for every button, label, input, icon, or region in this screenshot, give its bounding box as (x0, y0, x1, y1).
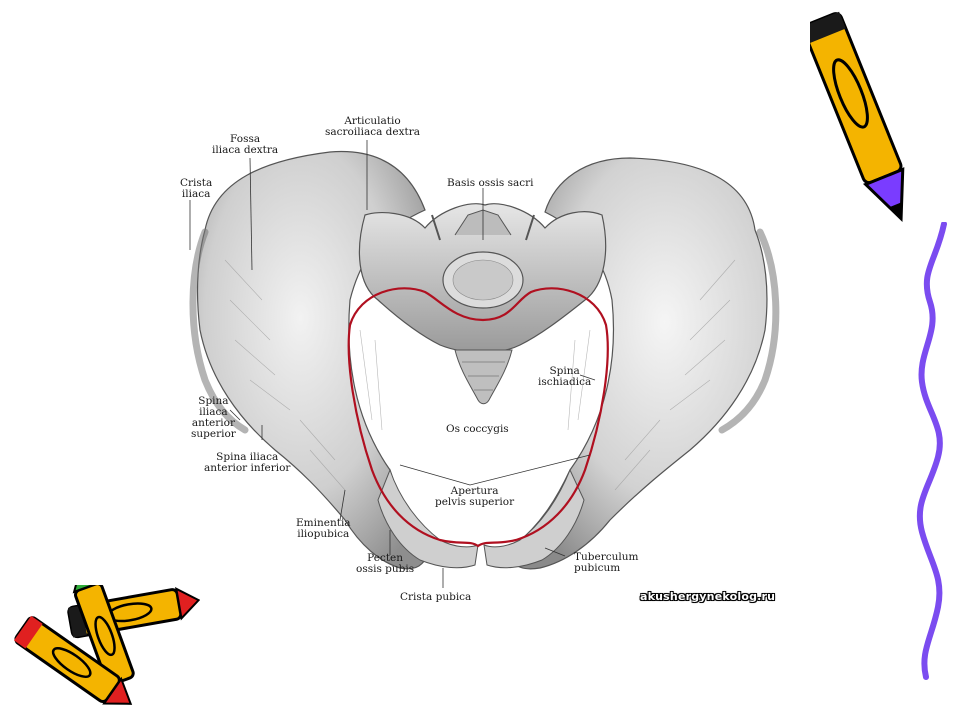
label-tuberculum-pubicum: Tuberculum pubicum (574, 551, 639, 574)
label-articulatio-sacroiliaca: Articulatio sacroiliaca dextra (325, 115, 421, 138)
squiggle-line (916, 222, 947, 680)
watermark: akushergynekolog.ru (640, 590, 776, 603)
label-eminentia-iliopubica: Eminentia iliopubica (296, 517, 351, 540)
coccyx (454, 349, 513, 405)
label-os-coccygis: Os coccygis (446, 423, 509, 435)
label-fossa-iliaca: Fossa iliaca dextra (212, 133, 279, 156)
pubic-ramus-left (483, 468, 585, 569)
label-crista-pubica: Crista pubica (400, 591, 472, 603)
left-ilium (510, 157, 768, 570)
label-crista-iliaca: Crista iliaca (180, 177, 213, 200)
pencil-icon (810, 11, 905, 223)
crayons-icon (13, 585, 200, 705)
label-pecten-ossis-pubis: Pecten ossis pubis (356, 552, 415, 575)
label-apertura-pelvis-superior: Apertura pelvis superior (435, 485, 515, 508)
pelvic-inlet-outline (347, 287, 609, 548)
label-basis-ossis-sacri: Basis ossis sacri (447, 177, 534, 189)
label-spina-iliaca-anterior-inferior: Spina iliaca anterior inferior (204, 451, 291, 474)
label-spina-iliaca-anterior-superior: Spina iliaca anterior superior (191, 395, 236, 440)
label-spina-ischiadica: Spina ischiadica (538, 365, 592, 388)
pubic-ramus-right (377, 468, 479, 569)
